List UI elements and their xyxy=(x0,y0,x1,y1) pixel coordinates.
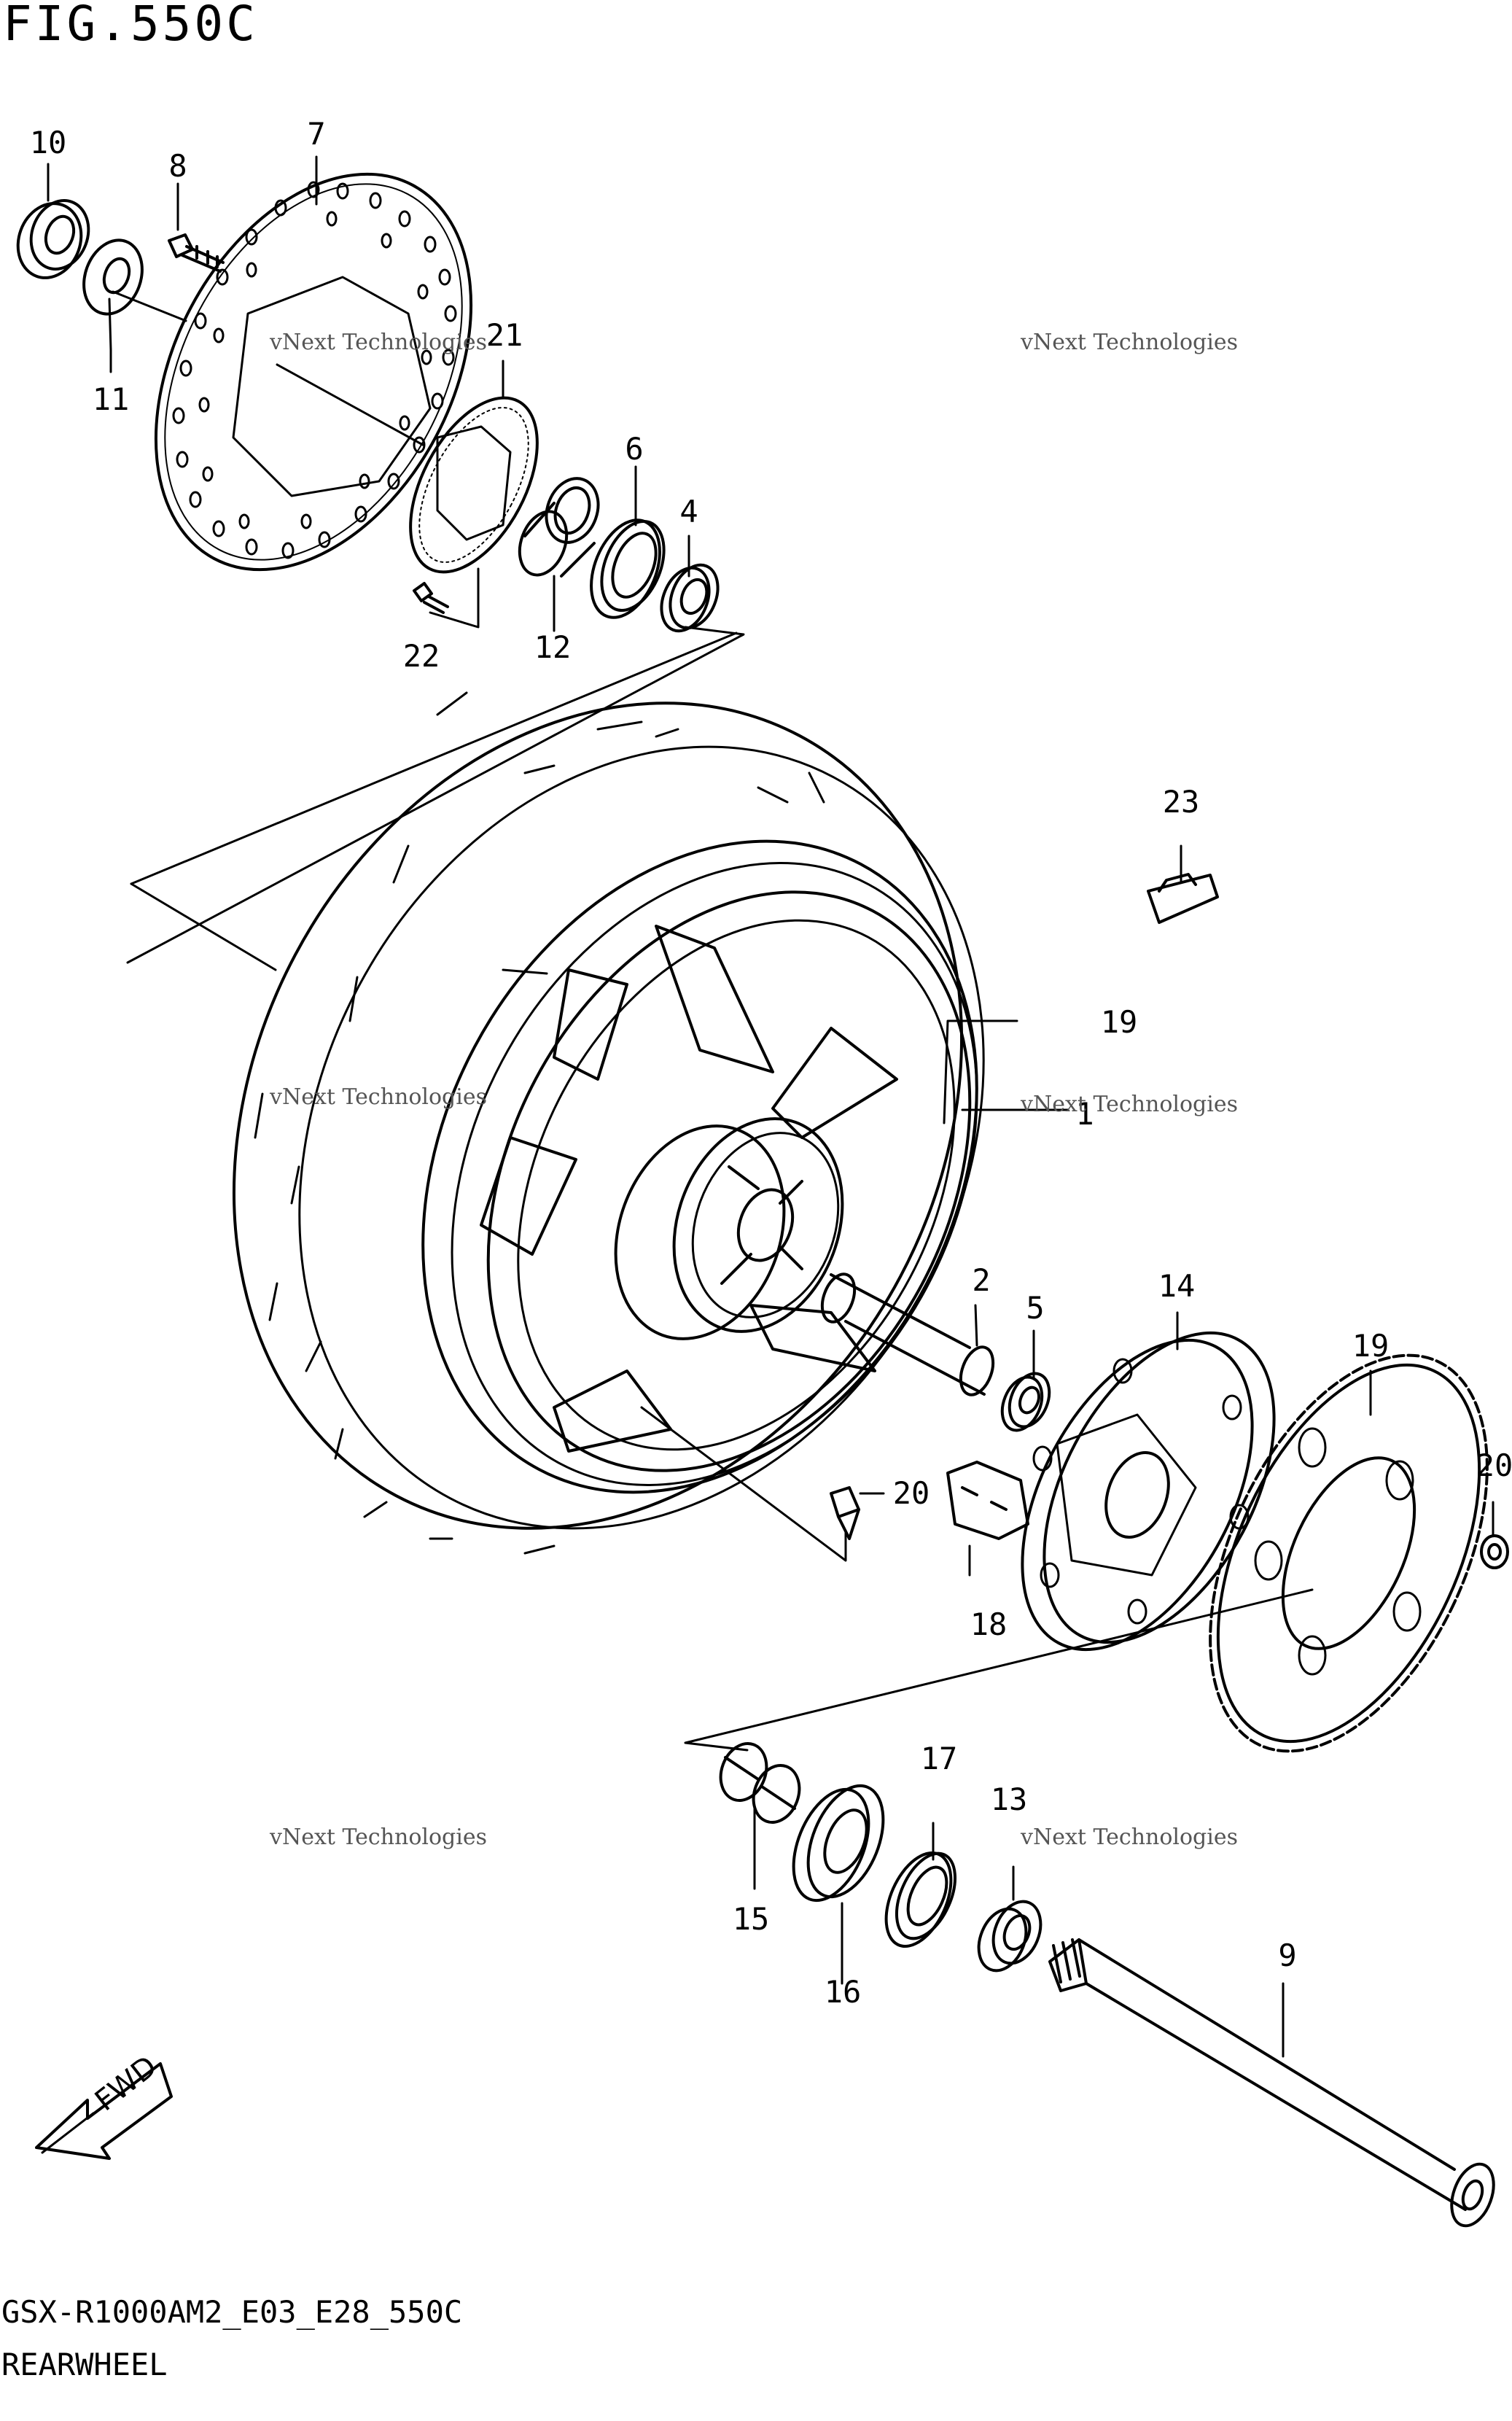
model-code: GSX-R1000AM2_E03_E28_550C xyxy=(1,2294,463,2330)
nut-8 xyxy=(16,199,90,279)
wheel-hub xyxy=(614,1117,844,1340)
figure-title: FIG.550C xyxy=(3,0,258,52)
callout-15: 17 xyxy=(920,1741,958,1776)
damper-16 xyxy=(946,1461,1029,1540)
bolt-22 xyxy=(413,582,449,614)
watermark-text: vNext Technologies xyxy=(270,330,488,355)
callout-20: 20 xyxy=(892,1475,930,1511)
watermark-text: vNext Technologies xyxy=(1021,1092,1239,1117)
callout-14: 16 xyxy=(824,1974,862,2010)
leader-lines-upper xyxy=(47,155,745,971)
leader-lines-lower xyxy=(640,844,1495,2058)
callout-17: 19 xyxy=(1352,1328,1390,1364)
sprocket-holes xyxy=(1254,1427,1422,1676)
abs-ring xyxy=(409,396,539,574)
watermark: vNext Technologies xyxy=(270,1827,487,1849)
fwd-arrow[interactable] xyxy=(35,2062,173,2160)
callout-16: 18 xyxy=(970,1606,1008,1642)
rear-sprocket xyxy=(1209,1353,1489,1753)
balance-weight-23 xyxy=(1147,873,1219,924)
callout-13: 15 xyxy=(732,1901,770,1937)
callout-12: 14 xyxy=(1158,1268,1196,1304)
watermark: vNext Technologies xyxy=(1021,1827,1238,1849)
callout-23: 23 xyxy=(1162,784,1200,820)
callout-22: 22 xyxy=(402,638,440,674)
watermark-text: vNext Technologies xyxy=(1021,1825,1239,1850)
brake-disc xyxy=(154,172,473,572)
callout-5: 7 xyxy=(307,116,326,152)
watermark-text: vNext Technologies xyxy=(270,1084,488,1110)
sprocket-carrier xyxy=(1021,1331,1276,1652)
watermark: vNext Technologies xyxy=(1021,332,1238,354)
callout-2: 2 xyxy=(972,1262,991,1298)
callout-8: 10 xyxy=(29,125,67,160)
section-name: REARWHEEL xyxy=(1,2347,168,2382)
callout-6: 8 xyxy=(168,148,187,184)
watermark-text: vNext Technologies xyxy=(270,1825,488,1850)
tread-marks xyxy=(254,691,825,1555)
valve-20 xyxy=(830,1486,860,1540)
bearing-3-right xyxy=(1000,1372,1051,1432)
callout-3b: 5 xyxy=(1026,1290,1045,1326)
callout-19: 19 xyxy=(1100,1004,1138,1040)
bearing-3-left xyxy=(660,563,720,633)
callout-1: 1 xyxy=(1075,1096,1094,1132)
watermark: vNext Technologies xyxy=(270,332,487,354)
callout-9: 11 xyxy=(92,381,130,417)
oil-seal-4 xyxy=(590,518,666,619)
spacer-2 xyxy=(820,1272,995,1396)
collar-11 xyxy=(977,1900,1043,1973)
callout-21: 21 xyxy=(486,317,523,353)
callout-7: 9 xyxy=(1278,1938,1297,1973)
bolt-6 xyxy=(168,233,225,273)
callout-4: 6 xyxy=(625,431,644,467)
spacer-13 xyxy=(719,1742,801,1824)
oil-seal-15 xyxy=(884,1851,957,1948)
callout-11: 13 xyxy=(990,1781,1028,1817)
watermark: vNext Technologies xyxy=(270,1087,487,1108)
spacer-10 xyxy=(518,477,600,578)
disc-holes xyxy=(172,181,457,559)
rear-axle-7 xyxy=(1048,1938,1495,2228)
rear-tire xyxy=(233,691,985,1555)
watermark: vNext Technologies xyxy=(1021,1094,1238,1116)
wheel-rim xyxy=(451,862,978,1486)
watermark-text: vNext Technologies xyxy=(1021,330,1239,355)
callout-18: 20 xyxy=(1476,1447,1512,1483)
wheel-spokes xyxy=(480,925,898,1453)
washer-9 xyxy=(82,238,144,316)
nut-18 xyxy=(1480,1534,1509,1569)
callout-3a: 4 xyxy=(679,494,698,529)
callout-10: 12 xyxy=(534,629,572,665)
bearing-14 xyxy=(792,1784,885,1903)
